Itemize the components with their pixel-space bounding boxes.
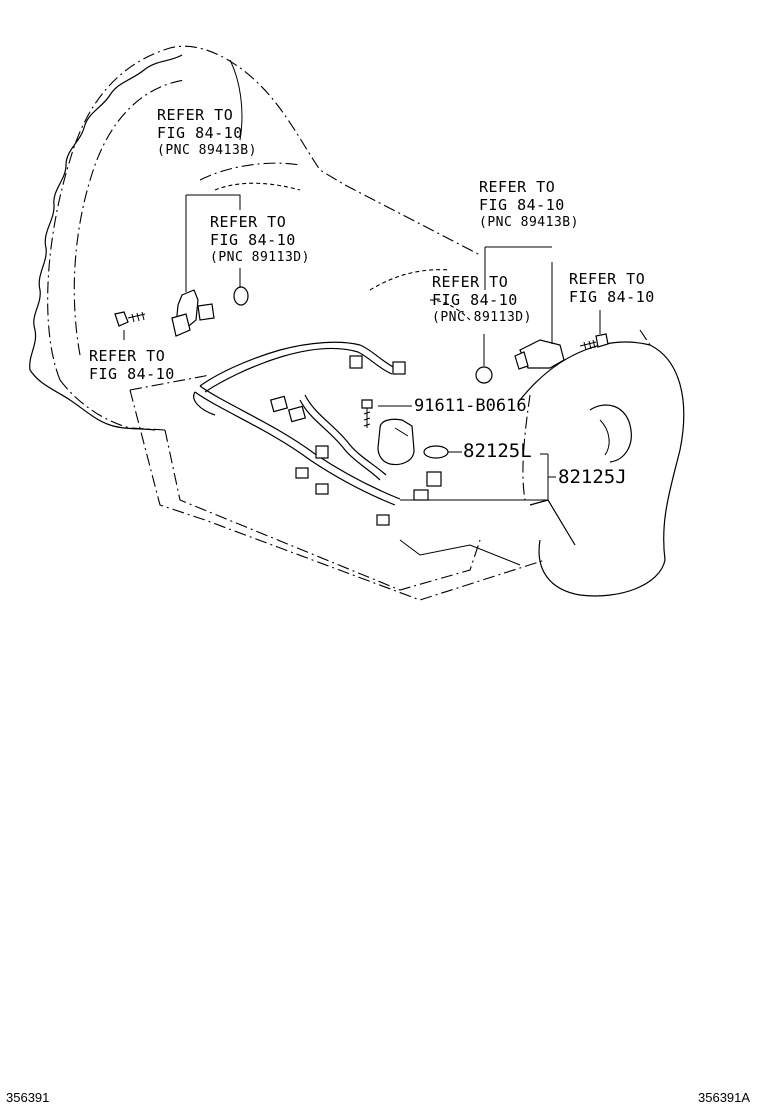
callout-refer-4-line1: REFER TO — [479, 178, 556, 196]
part-number-bolt[interactable]: 91611-B0616 — [414, 396, 527, 416]
callout-refer-6-line1: REFER TO — [569, 270, 646, 288]
callout-refer-1: REFER TO FIG 84-10 (PNC 89413B) — [157, 106, 257, 160]
callout-refer-1-line2: FIG 84-10 — [157, 124, 243, 142]
callout-refer-5: REFER TO FIG 84-10 (PNC 89113D) — [432, 273, 532, 327]
callout-refer-1-line3: (PNC 89413B) — [157, 143, 257, 158]
callout-refer-2-line1: REFER TO — [210, 213, 287, 231]
callout-refer-2-line2: FIG 84-10 — [210, 231, 296, 249]
callout-refer-3: REFER TO FIG 84-10 — [89, 347, 175, 383]
callout-refer-2: REFER TO FIG 84-10 (PNC 89113D) — [210, 213, 310, 267]
callout-refer-2-line3: (PNC 89113D) — [210, 250, 310, 265]
footer-code-left: 356391 — [6, 1090, 50, 1105]
callout-refer-4: REFER TO FIG 84-10 (PNC 89413B) — [479, 178, 579, 232]
callout-refer-5-line1: REFER TO — [432, 273, 509, 291]
footer-code-right: 356391A — [698, 1090, 751, 1105]
callout-refer-5-line3: (PNC 89113D) — [432, 310, 532, 325]
callout-refer-3-line1: REFER TO — [89, 347, 166, 365]
callout-refer-6-line2: FIG 84-10 — [569, 288, 655, 306]
callout-refer-5-line2: FIG 84-10 — [432, 291, 518, 309]
callout-refer-4-line2: FIG 84-10 — [479, 196, 565, 214]
part-number-gasket[interactable]: 82125L — [463, 440, 532, 462]
callout-refer-3-line2: FIG 84-10 — [89, 365, 175, 383]
callout-refer-4-line3: (PNC 89413B) — [479, 215, 579, 230]
part-number-harness[interactable]: 82125J — [558, 466, 627, 488]
callout-refer-6: REFER TO FIG 84-10 — [569, 270, 655, 306]
callout-refer-1-line1: REFER TO — [157, 106, 234, 124]
